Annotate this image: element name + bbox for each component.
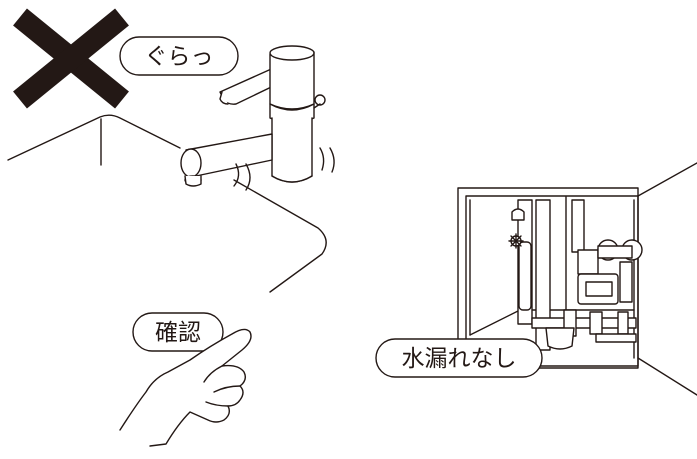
- wobble-text: ぐらっ: [145, 44, 214, 70]
- water-pipe-cabinet-icon: [457, 162, 697, 396]
- pointing-hand-icon: [119, 328, 252, 447]
- cross-mark-icon: [13, 8, 129, 109]
- confirm-scene: 確認: [119, 312, 252, 447]
- cabinet-scene: 水漏れなし: [375, 162, 697, 396]
- faucet-icon: [180, 45, 335, 191]
- confirm-text: 確認: [155, 320, 201, 346]
- sink-counter: [7, 114, 327, 293]
- no-leak-text: 水漏れなし: [402, 346, 517, 372]
- wobble-label: ぐらっ: [119, 36, 239, 76]
- faucet-scene: ぐらっ: [7, 8, 335, 293]
- no-leak-label: 水漏れなし: [375, 338, 543, 378]
- valve-handle-icon: [508, 233, 524, 249]
- confirm-label: 確認: [132, 312, 224, 352]
